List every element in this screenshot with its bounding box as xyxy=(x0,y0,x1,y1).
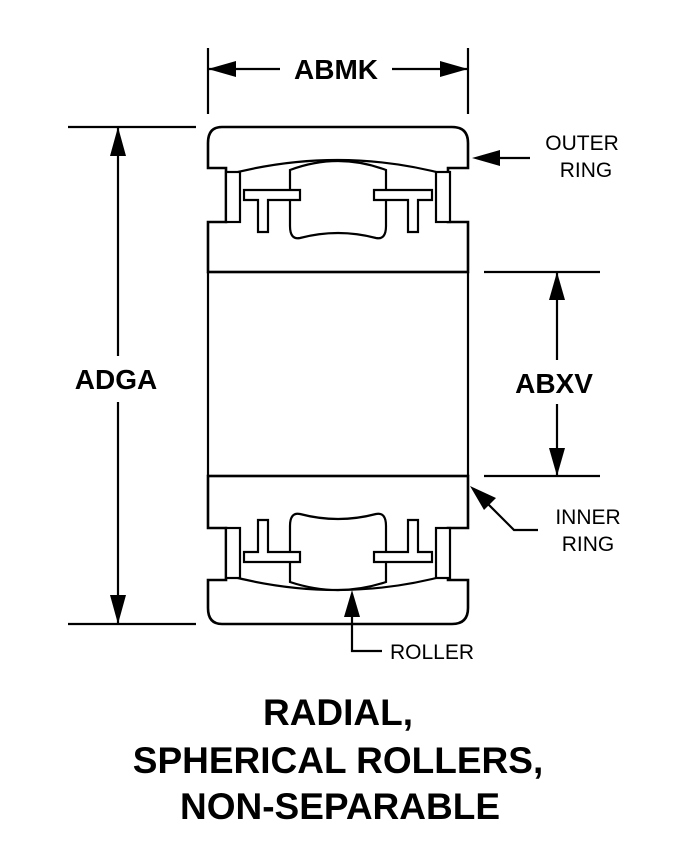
flange-top-right xyxy=(434,170,452,224)
title-line-1: RADIAL, xyxy=(263,692,413,733)
od-arrow-bottom xyxy=(110,595,126,624)
inner-ring-bottom xyxy=(206,474,470,626)
outer-diameter-label: ADGA xyxy=(75,364,157,395)
outer-ring-arrow xyxy=(472,150,500,166)
width-dimension-label: ABMK xyxy=(294,54,378,85)
od-arrow-top xyxy=(110,127,126,156)
cage-top-left xyxy=(242,188,302,234)
cage-top-right xyxy=(372,188,434,234)
bore-arrow-top xyxy=(549,272,565,300)
width-dimension: ABMK xyxy=(206,48,470,114)
outer-ring-callout: OUTER RING xyxy=(472,132,619,182)
outer-ring-label-line1: OUTER xyxy=(545,132,619,155)
bore-arrow-bottom xyxy=(549,448,565,476)
roller-arrow xyxy=(344,590,360,617)
width-arrow-left xyxy=(208,61,236,77)
title-line-2: SPHERICAL ROLLERS, xyxy=(133,740,543,781)
inner-ring-label-line2: RING xyxy=(562,533,615,556)
inner-ring-callout: INNER RING xyxy=(470,486,621,556)
flange-bottom-left xyxy=(224,526,242,580)
cage-bottom-left xyxy=(242,518,302,564)
outer-diameter-dimension: ADGA xyxy=(68,125,196,626)
inner-ring-label-line1: INNER xyxy=(555,506,620,529)
roller-label: ROLLER xyxy=(390,641,474,664)
inner-ring-leader xyxy=(485,501,538,532)
roller-bottom xyxy=(288,512,388,592)
bore-dimension: ABXV xyxy=(484,270,600,478)
bore-label: ABXV xyxy=(515,368,593,399)
roller-callout: ROLLER xyxy=(344,590,474,664)
diagram-title: RADIAL, SPHERICAL ROLLERS, NON-SEPARABLE xyxy=(133,692,543,827)
flange-top-left xyxy=(224,170,242,224)
inner-ring-arrow xyxy=(470,486,496,510)
bearing-cross-section xyxy=(206,125,470,626)
outer-ring-label-line2: RING xyxy=(560,159,613,182)
cage-bottom-right xyxy=(372,518,434,564)
title-line-3: NON-SEPARABLE xyxy=(180,786,500,827)
width-arrow-right xyxy=(440,61,468,77)
roller-top xyxy=(288,159,388,240)
roller-leader xyxy=(350,615,382,653)
flange-bottom-right xyxy=(434,526,452,580)
